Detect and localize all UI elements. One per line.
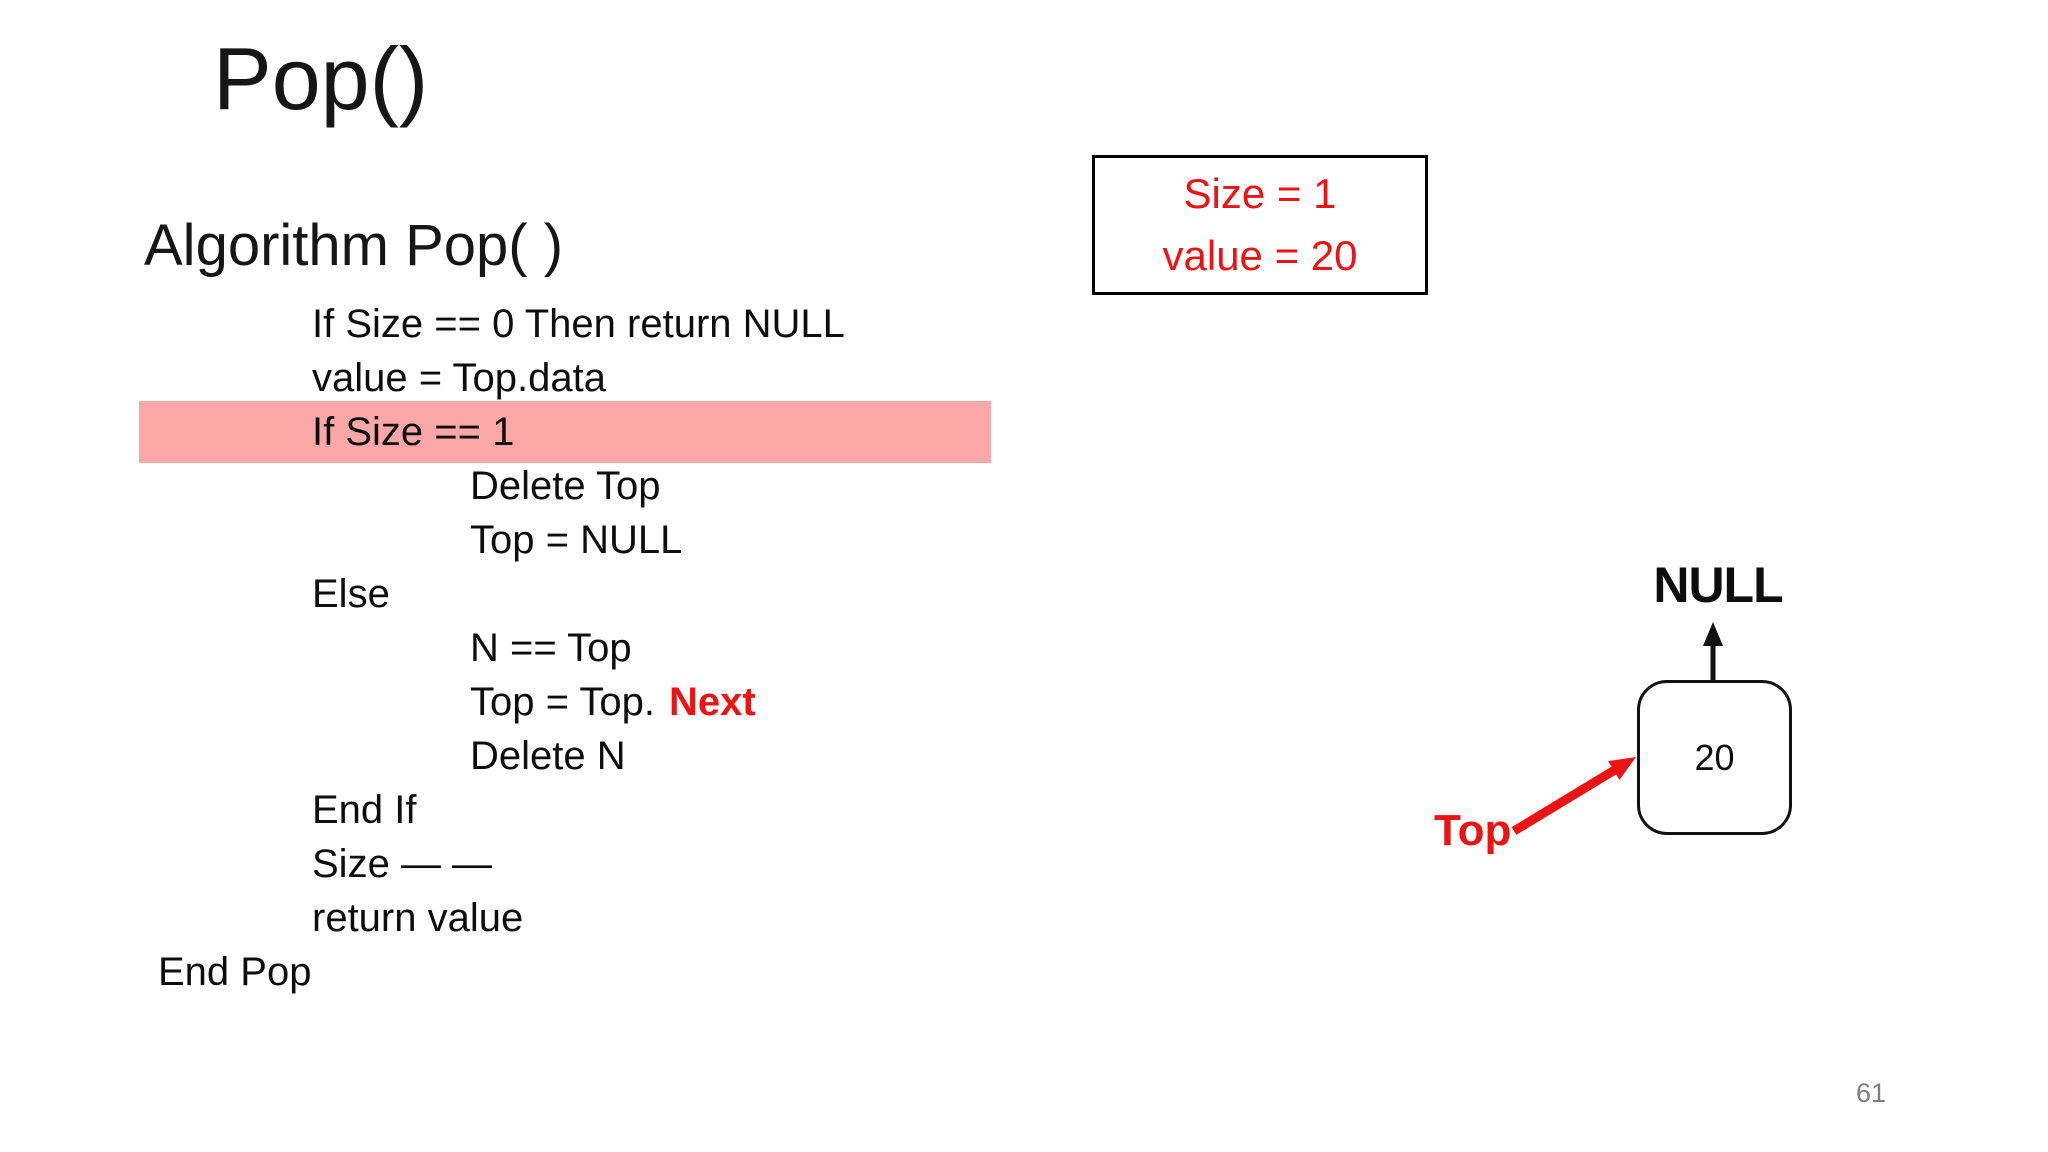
code-line: Top = NULL [158, 513, 1208, 567]
algorithm-heading: Algorithm Pop( ) [144, 213, 564, 278]
code-text-red: Next [668, 680, 756, 724]
code-line: Size — — [158, 837, 1208, 891]
state-box: Size = 1 value = 20 [1092, 155, 1428, 295]
state-box-size-line: Size = 1 [1183, 170, 1337, 217]
code-line: End If [158, 783, 1208, 837]
code-line: If Size == 0 Then return NULL [158, 297, 1208, 351]
code-text: Top = Top. [470, 680, 655, 724]
code-text: If Size == 1 [312, 410, 515, 454]
code-text: Delete Top [470, 464, 661, 508]
null-label: NULL [1653, 557, 1783, 613]
top-pointer-label: Top [1434, 806, 1512, 855]
code-line: End Pop [158, 945, 1208, 999]
code-text: Top = NULL [470, 518, 683, 562]
code-text: If Size == 0 Then return NULL [312, 302, 845, 346]
code-text: N == Top [470, 626, 632, 670]
stack-node: 20 [1637, 680, 1792, 835]
next-pointer-arrow-icon [1703, 622, 1723, 680]
state-box-value-line: value = 20 [1162, 232, 1358, 279]
code-text: Size — — [312, 842, 493, 886]
code-line: value = Top.data [158, 351, 1208, 405]
slide-title: Pop() [213, 29, 429, 128]
code-text: return value [312, 896, 524, 940]
code-text: Else [312, 572, 390, 616]
code-line: Delete Top [158, 459, 1208, 513]
code-text: Delete N [470, 734, 626, 778]
code-text: End If [312, 788, 417, 832]
code-line: Delete N [158, 729, 1208, 783]
code-text: End Pop [158, 950, 312, 994]
code-block: If Size == 0 Then return NULL value = Top… [139, 297, 1208, 999]
page-number: 61 [1856, 1078, 1887, 1108]
code-line: return value [158, 891, 1208, 945]
code-line: Top = Top. Next [158, 675, 1208, 729]
code-line-highlighted: If Size == 1 [139, 401, 991, 463]
node-value: 20 [1694, 736, 1735, 778]
top-pointer-arrow-icon [1511, 757, 1636, 835]
code-line: N == Top [158, 621, 1208, 675]
code-text: value = Top.data [312, 356, 606, 400]
code-line: Else [158, 567, 1208, 621]
